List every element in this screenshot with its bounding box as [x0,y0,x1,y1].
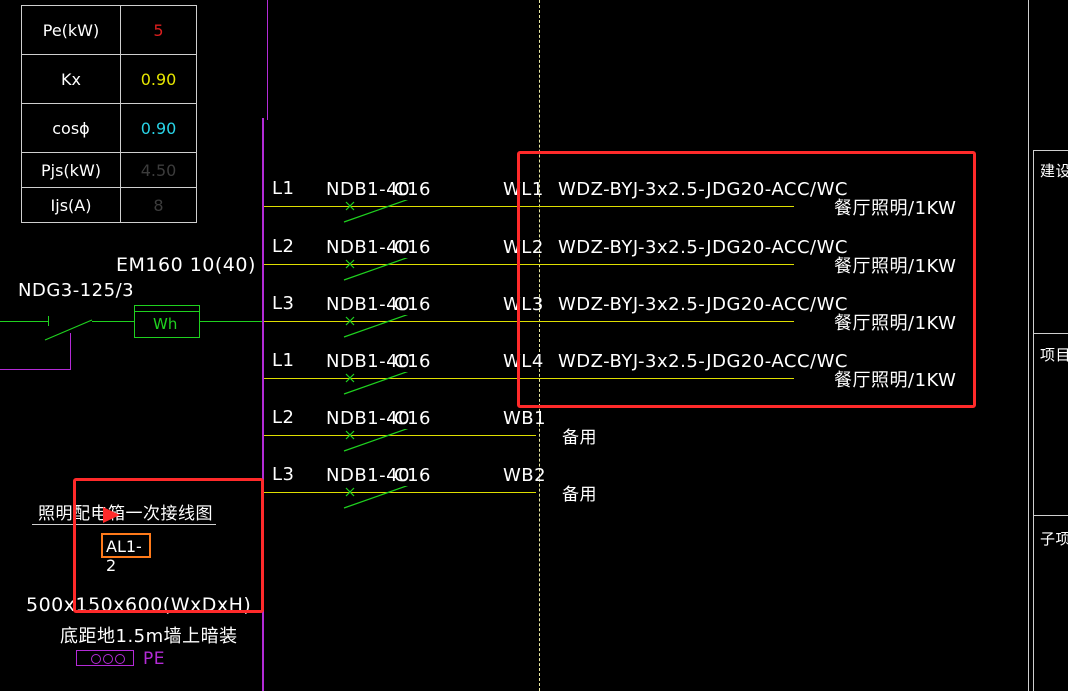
circuit-load: 餐厅照明/1KW [834,198,957,219]
circuit-breaker-rating: C16 [394,179,431,200]
incoming-line-right [92,321,134,322]
incoming-line-to-bus [200,321,262,322]
circuit-breaker-rating: C16 [394,465,431,486]
panel-title: 照明配电箱一次接线图 [38,504,213,524]
incoming-switch-label: NDG3-125/3 [18,280,135,301]
circuit-load: 备用 [562,428,597,448]
breaker-switch-symbol [343,258,409,281]
flag-marker-icon [103,507,120,523]
feeder-line [264,378,794,379]
title-block-frame-inner [1033,150,1034,691]
circuit-id: WL4 [503,351,544,372]
parameter-key: Ijs(A) [21,187,121,223]
circuit-id: WB2 [503,465,547,486]
circuit-phase: L2 [272,407,295,428]
watt-hour-meter: Wh [134,305,200,338]
feeder-line [264,492,536,493]
breaker-switch-symbol [343,486,409,509]
circuit-id: WL2 [503,237,544,258]
circuit-load: 餐厅照明/1KW [834,313,957,334]
circuit-breaker-rating: C16 [394,408,431,429]
meter-symbol-text: Wh [153,315,178,333]
circuit-breaker-model: NDB1-40 [326,465,411,486]
pe-terminal-block [76,650,134,666]
circuit-cable-spec: WDZ-BYJ-3x2.5-JDG20-ACC/WC [558,237,848,258]
circuit-breaker-model: NDB1-40 [326,294,411,315]
title-block-rule-2 [1033,333,1068,334]
feeder-line [264,264,794,265]
circuit-breaker-model: NDB1-40 [326,179,411,200]
parameter-value: 0.90 [120,54,197,104]
parameter-value: 8 [120,187,197,223]
panel-id-box: AL1-2 [101,533,151,575]
feeder-line [264,206,794,207]
pe-terminal-dot-2 [103,654,113,664]
circuit-id: WL3 [503,294,544,315]
circuit-load: 餐厅照明/1KW [834,256,957,277]
title-block-label-construction: 建设 [1040,162,1068,180]
meter-top-rule [135,311,199,312]
circuit-breaker-model: NDB1-40 [326,351,411,372]
breaker-switch-symbol [343,372,409,395]
circuit-id: WB1 [503,408,547,429]
panel-install-note: 底距地1.5m墙上暗装 [60,626,238,647]
panel-id: AL1-2 [106,537,142,575]
circuit-phase: L1 [272,350,295,371]
breaker-switch-symbol [343,200,409,223]
title-block-frame-left [1028,0,1029,691]
parameter-key: cosϕ [21,103,121,153]
circuit-phase: L2 [272,236,295,257]
incoming-line-left [0,321,48,322]
busbar-top-extension [267,0,268,120]
meter-model-label: EM160 10(40) [116,254,256,276]
parameter-value: 0.90 [120,103,197,153]
parameter-value: 5 [120,5,197,55]
breaker-switch-symbol [343,429,409,452]
parameter-key: Pjs(kW) [21,152,121,188]
title-block-rule-3 [1033,515,1068,516]
circuit-phase: L3 [272,464,295,485]
parameter-row: Pe(kW)5 [21,5,197,55]
parameter-key: Kx [21,54,121,104]
incoming-switch-tick [48,316,49,326]
incoming-magenta-run [0,369,71,370]
circuit-phase: L3 [272,293,295,314]
vertical-busbar [262,118,264,691]
circuit-breaker-rating: C16 [394,351,431,372]
pe-terminal-dot-3 [115,654,125,664]
parameter-value: 4.50 [120,152,197,188]
panel-highlight-box [73,478,264,613]
title-block-rule-1 [1033,150,1068,151]
feeder-line [264,435,536,436]
panel-title-underline [32,524,216,525]
circuit-id: WL1 [503,179,544,200]
circuit-breaker-model: NDB1-40 [326,408,411,429]
parameter-row: Pjs(kW)4.50 [21,152,197,188]
cable-highlight-box [517,151,976,408]
circuit-breaker-model: NDB1-40 [326,237,411,258]
circuit-breaker-rating: C16 [394,294,431,315]
dashed-centerline [539,0,540,691]
breaker-switch-symbol [343,315,409,338]
circuit-cable-spec: WDZ-BYJ-3x2.5-JDG20-ACC/WC [558,351,848,372]
circuit-cable-spec: WDZ-BYJ-3x2.5-JDG20-ACC/WC [558,179,848,200]
parameter-key: Pe(kW) [21,5,121,55]
incoming-switch-symbol [44,319,93,341]
title-block-label-project: 项目 [1040,346,1068,364]
pe-terminal-dot-1 [91,654,101,664]
feeder-line [264,321,794,322]
circuit-load: 餐厅照明/1KW [834,370,957,391]
circuit-breaker-rating: C16 [394,237,431,258]
circuit-cable-spec: WDZ-BYJ-3x2.5-JDG20-ACC/WC [558,294,848,315]
title-block-label-subitem: 子项 [1040,530,1068,548]
circuit-load: 备用 [562,485,597,505]
circuit-phase: L1 [272,178,295,199]
incoming-magenta-drop [70,333,71,369]
parameter-row: Ijs(A)8 [21,187,197,223]
pe-label: PE [143,649,165,669]
